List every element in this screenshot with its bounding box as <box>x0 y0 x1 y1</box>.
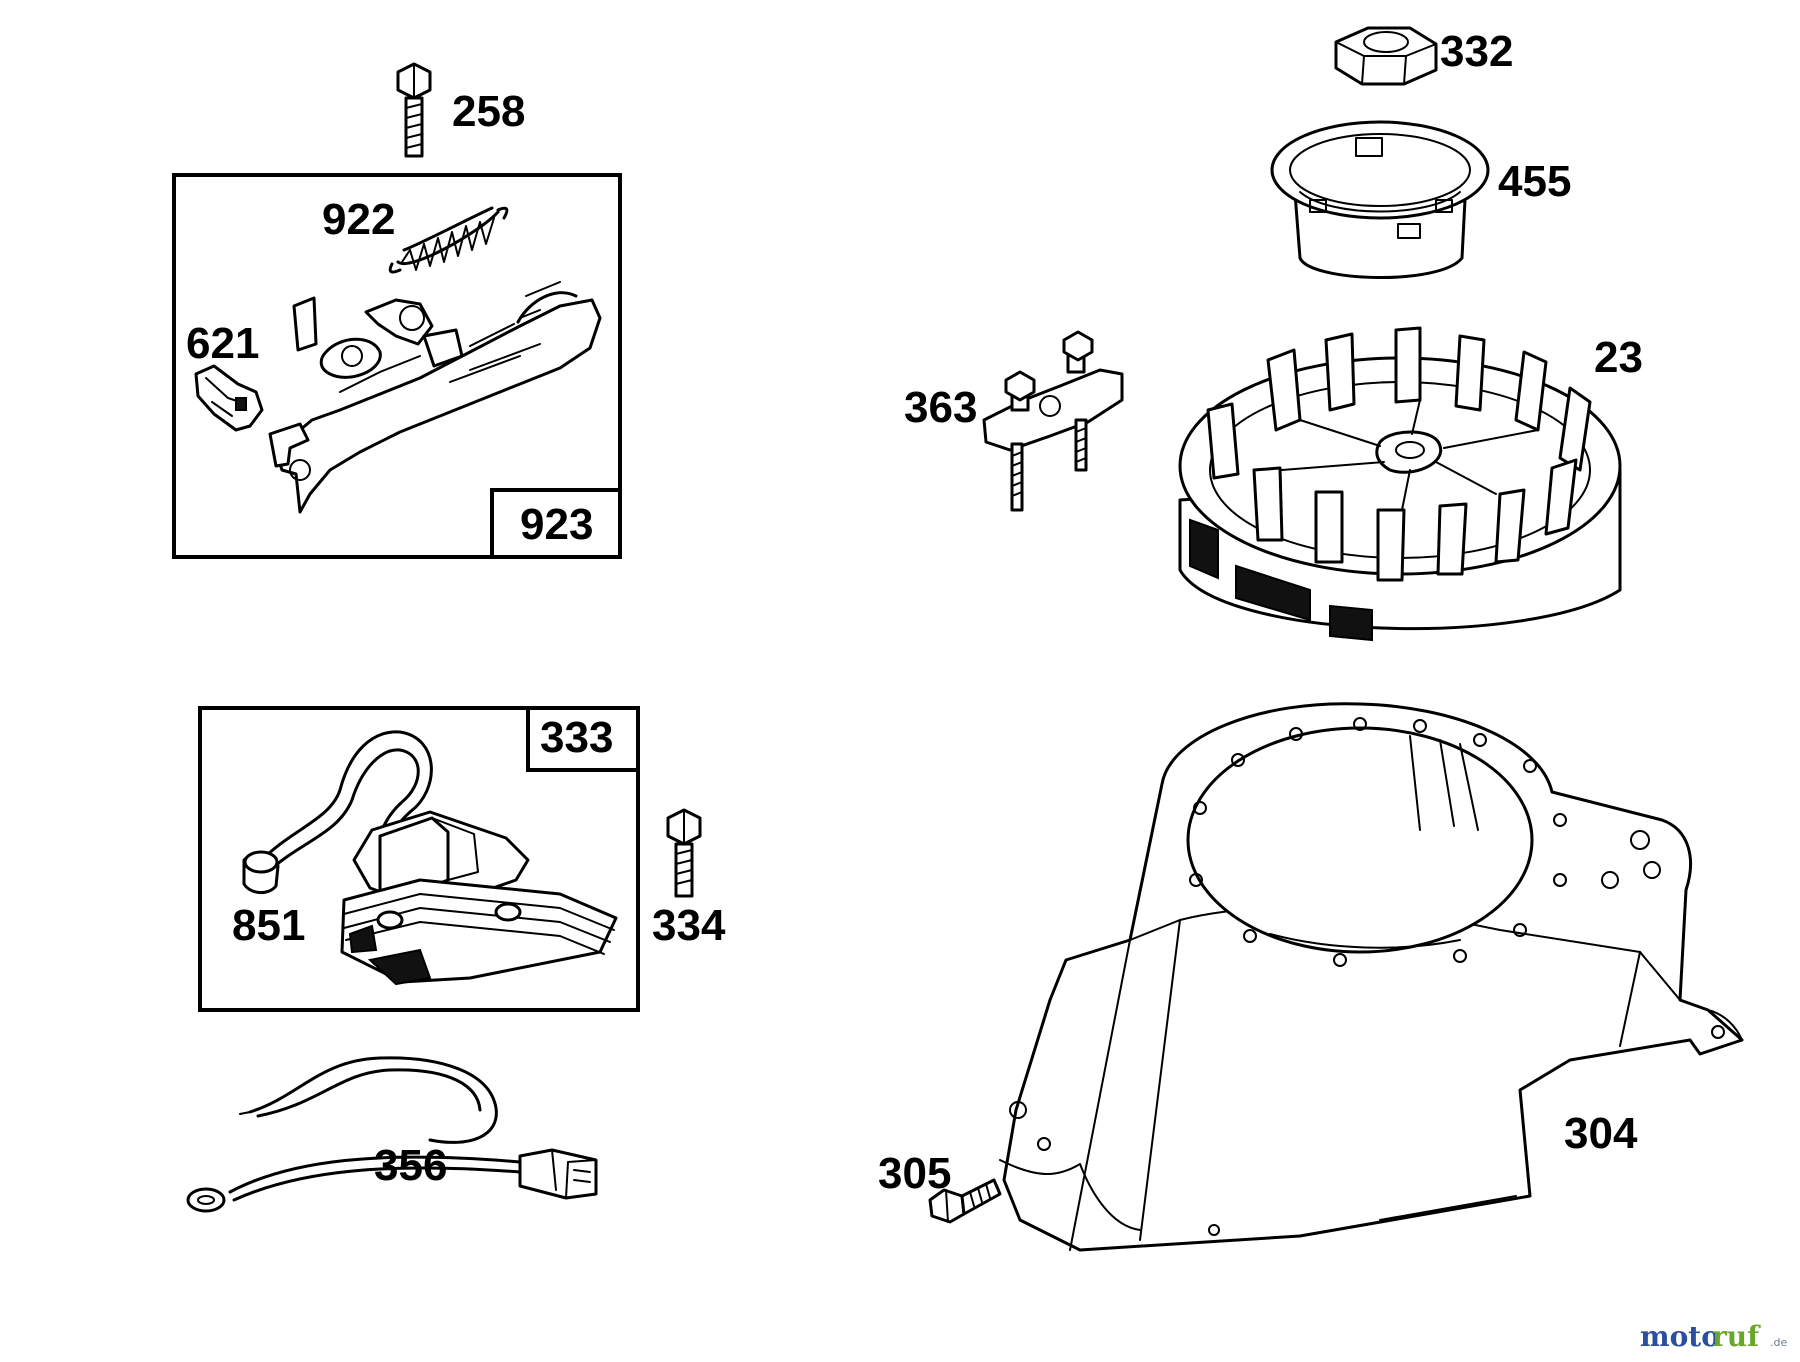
watermark-domain: .de <box>1770 1336 1787 1349</box>
bolt-334-illustration <box>666 808 702 898</box>
part-label-356: 356 <box>374 1141 447 1190</box>
governor-bracket-illustration <box>268 281 602 514</box>
ground-wire-356-illustration <box>186 1056 598 1213</box>
part-label-923: 923 <box>520 500 593 549</box>
part-label-333: 333 <box>540 713 613 762</box>
ignition-armature-box <box>198 706 640 1012</box>
part-label-621: 621 <box>186 319 259 368</box>
part-label-455: 455 <box>1498 157 1571 206</box>
flywheel-23-illustration <box>1178 326 1622 642</box>
governor-kit-box <box>172 173 622 559</box>
starter-cup-455-illustration <box>1270 120 1490 279</box>
clip-621-illustration <box>194 364 264 432</box>
part-label-23: 23 <box>1594 333 1643 382</box>
watermark-moto: moto <box>1640 1320 1720 1353</box>
nut-332-illustration <box>1334 26 1438 86</box>
part-label-332: 332 <box>1440 27 1513 76</box>
brake-bracket-363-illustration <box>982 330 1124 512</box>
blower-housing-304-illustration <box>999 702 1744 1252</box>
part-label-363: 363 <box>904 383 977 432</box>
part-label-851: 851 <box>232 901 305 950</box>
bolt-258-illustration <box>396 62 432 158</box>
spring-922-illustration <box>388 206 509 274</box>
part-label-304: 304 <box>1564 1109 1638 1158</box>
part-label-305: 305 <box>878 1149 951 1198</box>
motoruf-watermark: moto ruf .de <box>1640 1320 1787 1353</box>
part-label-334: 334 <box>652 901 726 950</box>
part-label-922: 922 <box>322 195 395 244</box>
watermark-ruf: ruf <box>1712 1320 1761 1353</box>
governor-kit-label-box <box>490 488 622 559</box>
screw-305-illustration <box>928 1178 1002 1224</box>
part-label-258: 258 <box>452 87 525 136</box>
ignition-armature-label-box <box>526 706 640 772</box>
ignition-armature-illustration <box>242 730 618 986</box>
